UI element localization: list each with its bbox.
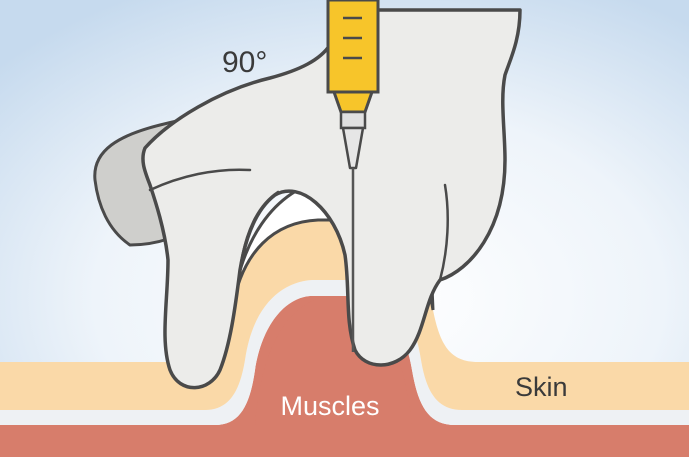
syringe-barrel <box>328 0 378 92</box>
syringe-hub <box>334 92 372 112</box>
muscles-label: Muscles <box>280 391 379 421</box>
angle-label: 90° <box>222 46 267 79</box>
syringe-needle-hub <box>341 112 365 128</box>
skin-label: Skin <box>515 372 568 402</box>
